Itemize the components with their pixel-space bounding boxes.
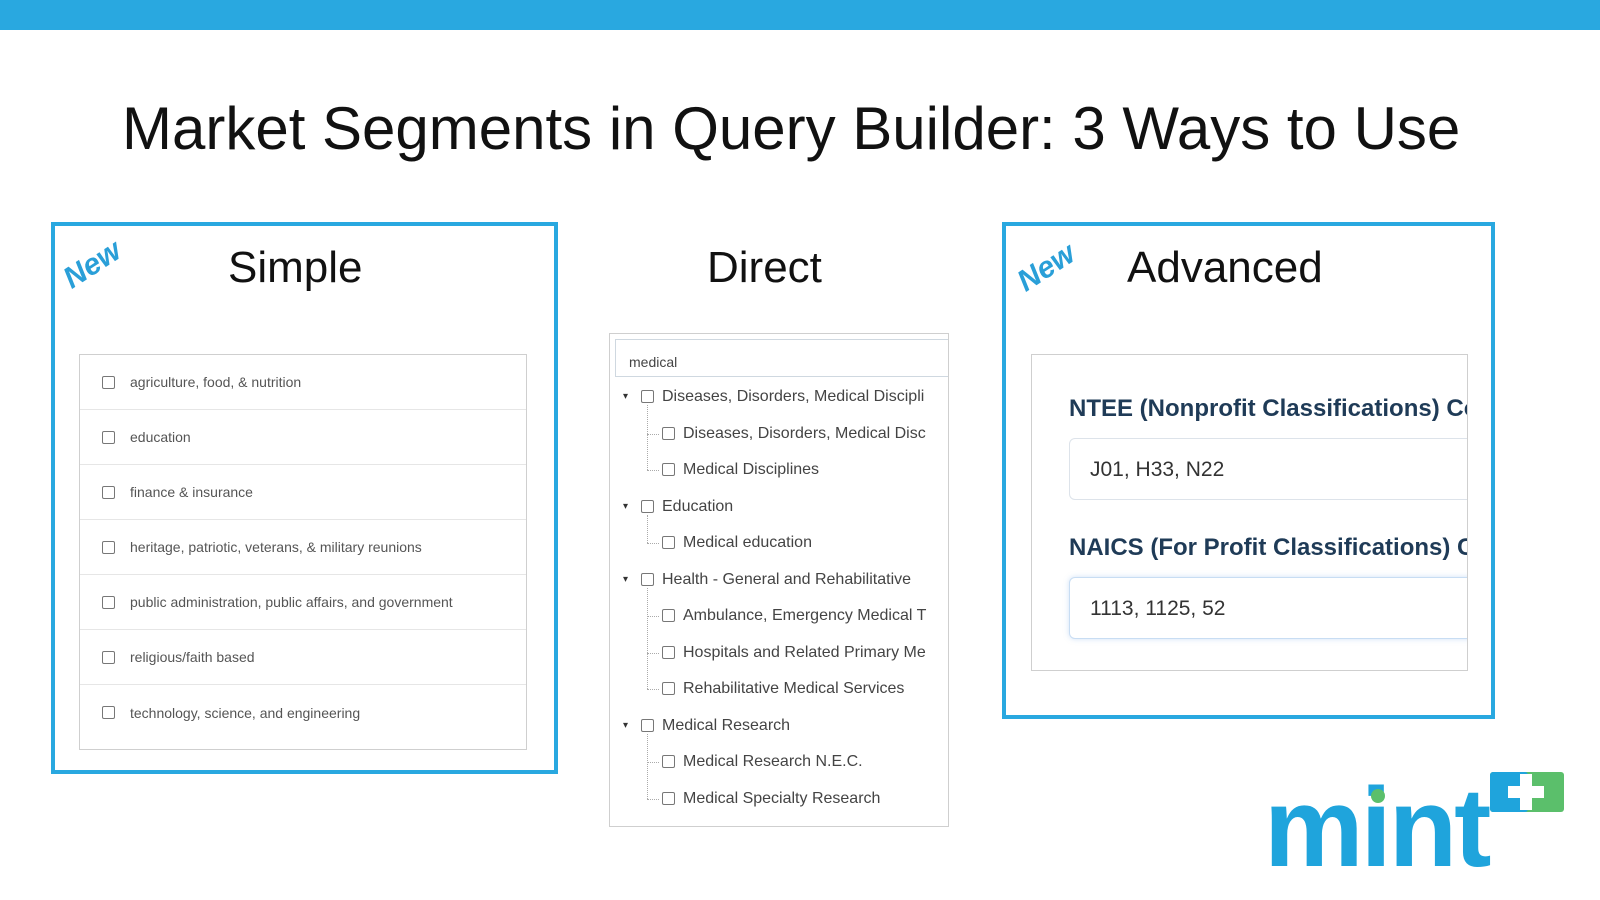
simple-list-item-label: public administration, public affairs, a… [130, 594, 453, 610]
simple-list-item[interactable]: education [80, 410, 526, 465]
tree-node-label: Hospitals and Related Primary Me [683, 643, 926, 661]
simple-list-item-label: religious/faith based [130, 649, 255, 665]
checkbox[interactable] [662, 682, 675, 695]
tree-connector [647, 733, 648, 799]
checkbox[interactable] [662, 426, 675, 440]
checkbox[interactable] [641, 718, 654, 732]
advanced-heading: Advanced [1127, 243, 1323, 292]
checkbox[interactable] [662, 536, 675, 549]
plus-icon [1490, 772, 1564, 812]
slide-title: Market Segments in Query Builder: 3 Ways… [122, 95, 1461, 162]
simple-list-item-label: heritage, patriotic, veterans, & militar… [130, 539, 422, 555]
simple-heading: Simple [228, 243, 363, 292]
tree-node-label: Medical Research [662, 716, 791, 734]
tree-node-label: Diseases, Disorders, Medical Disc [683, 424, 926, 442]
simple-list-item[interactable]: religious/faith based [80, 630, 526, 685]
direct-search-input[interactable]: medical [615, 339, 948, 377]
expand-caret-icon[interactable]: ▾ [623, 500, 629, 512]
expand-caret-icon[interactable]: ▾ [623, 573, 629, 585]
expand-caret-icon[interactable]: ▾ [623, 719, 629, 731]
tree-node-label: Ambulance, Emergency Medical T [683, 607, 927, 624]
simple-list-item-label: education [130, 429, 191, 445]
tree-connector [647, 587, 648, 689]
tree-connector [647, 470, 659, 471]
checkbox[interactable] [102, 485, 115, 499]
checkbox[interactable] [102, 595, 115, 609]
checkbox[interactable] [641, 499, 654, 513]
tree-node-label: Medical Disciplines [683, 461, 820, 478]
tree-node-label: Education [662, 497, 734, 515]
checkbox[interactable] [641, 390, 654, 403]
direct-tree-panel: medical ▾ Diseases, Disorders, Medical Di… [609, 333, 949, 827]
tree-connector [647, 405, 648, 470]
simple-list-item[interactable]: agriculture, food, & nutrition [80, 355, 526, 410]
tree-connector [647, 762, 659, 763]
checkbox[interactable] [662, 463, 675, 476]
logo-dot [1371, 789, 1385, 803]
tree-node-label: Medical Specialty Research [683, 789, 881, 807]
checkbox[interactable] [662, 755, 675, 768]
tree-node-label: Medical Research N.E.C. [683, 753, 863, 770]
checkbox[interactable] [662, 609, 675, 622]
expand-caret-icon[interactable]: ▾ [623, 391, 629, 402]
checkbox[interactable] [102, 430, 115, 444]
checkbox[interactable] [662, 645, 675, 659]
naics-label: NAICS (For Profit Classifications) C [1069, 534, 1468, 561]
simple-list-item-label: technology, science, and engineering [130, 704, 361, 721]
simple-list-item[interactable]: technology, science, and engineering [80, 685, 526, 740]
direct-heading: Direct [707, 243, 822, 292]
tree-connector [647, 514, 648, 543]
simple-list-item[interactable]: public administration, public affairs, a… [80, 575, 526, 630]
tree-node-label: Health - General and Rehabilitative [662, 570, 912, 588]
checkbox[interactable] [102, 375, 115, 389]
simple-list-item[interactable]: finance & insurance [80, 465, 526, 520]
checkbox[interactable] [102, 706, 115, 719]
tree-connector [647, 652, 659, 654]
checkbox[interactable] [641, 572, 654, 586]
naics-code-input[interactable]: 1113, 1125, 52 [1069, 577, 1467, 639]
tree-node-label: Rehabilitative Medical Services [683, 680, 905, 697]
tree-node-label: Diseases, Disorders, Medical Discipli [662, 388, 925, 405]
tree-connector [647, 616, 659, 617]
simple-list-item[interactable]: heritage, patriotic, veterans, & militar… [80, 520, 526, 575]
advanced-form: NTEE (Nonprofit Classifications) Co J01,… [1031, 354, 1468, 671]
tree-node-label: Medical education [683, 534, 812, 551]
tree-connector [647, 433, 659, 435]
checkbox[interactable] [102, 540, 115, 554]
simple-list-item-label: finance & insurance [130, 484, 253, 500]
tree-connector [647, 798, 659, 800]
top-accent-bar [0, 0, 1600, 30]
tree-connector [647, 689, 659, 690]
ntee-code-input[interactable]: J01, H33, N22 [1069, 438, 1467, 500]
simple-segment-list: agriculture, food, & nutrition education f… [79, 354, 527, 750]
tree-connector [647, 543, 659, 544]
checkbox[interactable] [102, 650, 115, 664]
simple-list-item-label: agriculture, food, & nutrition [130, 374, 302, 390]
checkbox[interactable] [662, 791, 675, 805]
ntee-label: NTEE (Nonprofit Classifications) Co [1069, 395, 1468, 422]
